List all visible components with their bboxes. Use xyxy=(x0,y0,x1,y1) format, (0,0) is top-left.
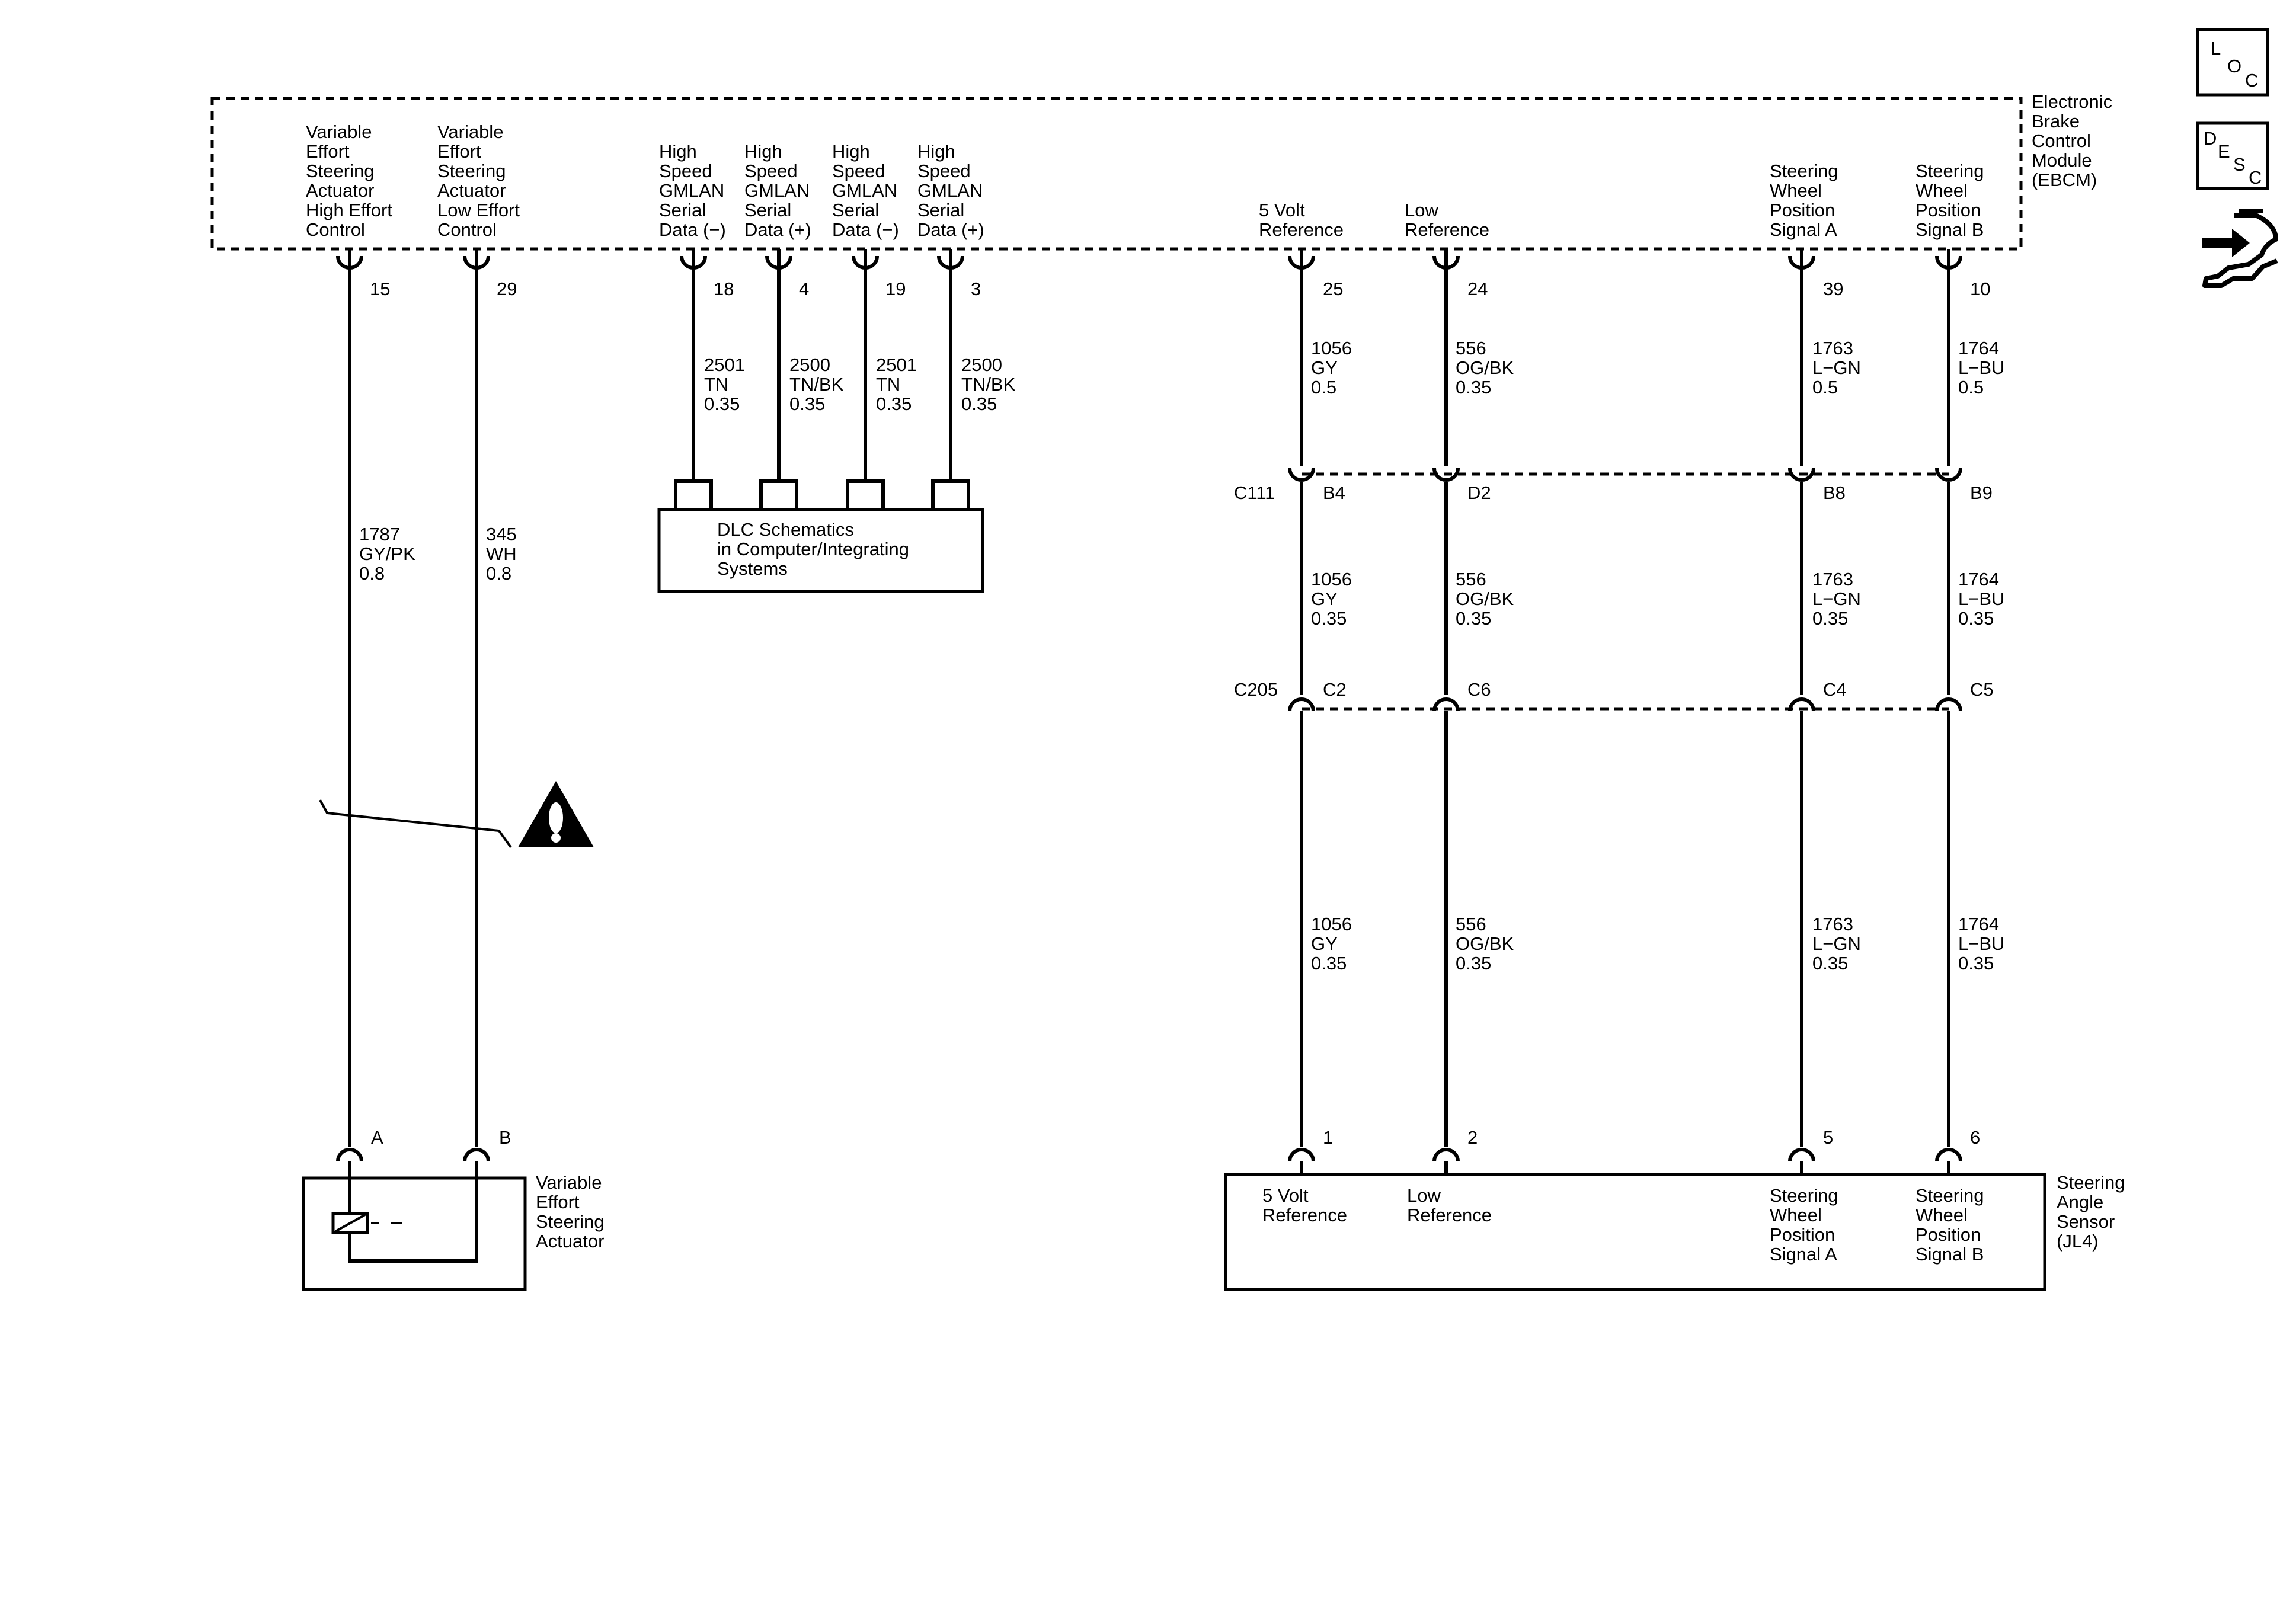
wire-label-1764-lower: 1764 L−BU 0.35 xyxy=(1958,914,2010,974)
c205-connector-name: C205 xyxy=(1234,679,1278,700)
dlc-schematic-reference: DLC Schematics in Computer/Integrating S… xyxy=(717,519,914,579)
loc-button[interactable]: L O C xyxy=(2196,28,2269,97)
wire-label-2500-b: 2500 TN/BK 0.35 xyxy=(961,354,1021,414)
ebcm-name: Electronic Brake Control Module (EBCM) xyxy=(2032,91,2118,190)
wire-label-2501-b: 2501 TN 0.35 xyxy=(876,354,922,414)
ebcm-label-pin-3: High Speed GMLAN Serial Data (+) xyxy=(917,141,988,240)
ebcm-label-pin-10: Steering Wheel Position Signal B xyxy=(1916,161,1989,240)
actuator-pin-a: A xyxy=(371,1127,383,1148)
svg-text:D: D xyxy=(2204,128,2217,149)
wire-label-1056-middle: 1056 GY 0.35 xyxy=(1311,569,1357,629)
sensor-label-pin-5: Steering Wheel Position Signal A xyxy=(1770,1185,1843,1265)
sensor-terminals xyxy=(1288,1148,1962,1174)
ebcm-label-pin-4: High Speed GMLAN Serial Data (+) xyxy=(744,141,815,240)
sensor-wires xyxy=(1300,268,1950,1147)
c205-pin: C2 xyxy=(1323,679,1347,700)
wire-label-1763-lower: 1763 L−GN 0.35 xyxy=(1812,914,1866,974)
connector-hand-icon[interactable] xyxy=(2202,209,2278,288)
c205-terminals xyxy=(1288,697,1962,712)
wire-label-1056-upper: 1056 GY 0.5 xyxy=(1311,338,1357,398)
wire-label-1764-middle: 1764 L−BU 0.35 xyxy=(1958,569,2010,629)
c205-pin: C4 xyxy=(1823,679,1847,700)
c111-pin: B4 xyxy=(1323,482,1345,503)
desc-button[interactable]: D E S C xyxy=(2196,121,2269,190)
wire-label-556-upper: 556 OG/BK 0.35 xyxy=(1456,338,1519,398)
sensor-name: Steering Angle Sensor (JL4) xyxy=(2057,1172,2130,1252)
wire-label-1763-upper: 1763 L−GN 0.5 xyxy=(1812,338,1866,398)
c111-connector-name: C111 xyxy=(1234,482,1275,503)
ebcm-label-pin-39: Steering Wheel Position Signal A xyxy=(1770,161,1843,240)
svg-text:E: E xyxy=(2218,141,2230,162)
ebcm-pin-number: 18 xyxy=(714,279,734,299)
c111-terminals xyxy=(1288,468,1962,482)
ebcm-pin-number: 39 xyxy=(1823,279,1843,299)
ebcm-outline xyxy=(210,97,2023,251)
actuator-pin-b: B xyxy=(499,1127,511,1148)
ebcm-pin-number: 15 xyxy=(370,279,390,299)
dlc-connector-brackets xyxy=(674,479,970,510)
actuator-terminals xyxy=(336,1148,490,1178)
wire-label-2500-a: 2500 TN/BK 0.35 xyxy=(789,354,849,414)
sensor-pin-number: 2 xyxy=(1467,1127,1478,1148)
ebcm-pin-number: 19 xyxy=(885,279,906,299)
sensor-pin-number: 5 xyxy=(1823,1127,1833,1148)
ebcm-label-pin-25: 5 Volt Reference xyxy=(1259,200,1344,240)
c205-pin: C5 xyxy=(1970,679,1994,700)
sensor-pin-number: 6 xyxy=(1970,1127,1980,1148)
dlc-schematic-box[interactable] xyxy=(657,508,984,593)
wire-label-1764-upper: 1764 L−BU 0.5 xyxy=(1958,338,2010,398)
wire-label-556-lower: 556 OG/BK 0.35 xyxy=(1456,914,1519,974)
ebcm-pin-number: 3 xyxy=(971,279,981,299)
wire-label-1763-middle: 1763 L−GN 0.35 xyxy=(1812,569,1866,629)
c111-pin: B9 xyxy=(1970,482,1993,503)
c205-pin: C6 xyxy=(1467,679,1491,700)
ebcm-pin-number: 10 xyxy=(1970,279,1990,299)
wire-label-556-middle: 556 OG/BK 0.35 xyxy=(1456,569,1519,629)
c111-pin: B8 xyxy=(1823,482,1846,503)
svg-text:O: O xyxy=(2227,56,2241,76)
sensor-label-pin-1: 5 Volt Reference xyxy=(1262,1185,1347,1225)
svg-text:L: L xyxy=(2211,38,2221,59)
ebcm-pin-number: 25 xyxy=(1323,279,1343,299)
ebcm-pin-number: 29 xyxy=(497,279,517,299)
wire-label-2501-a: 2501 TN 0.35 xyxy=(704,354,750,414)
sensor-label-pin-2: Low Reference xyxy=(1407,1185,1492,1225)
ebcm-label-pin-29: Variable Effort Steering Actuator Low Ef… xyxy=(437,121,525,240)
ebcm-pin-number: 4 xyxy=(799,279,809,299)
wire-label-1787: 1787 GY/PK 0.8 xyxy=(359,524,420,584)
sensor-pin-number: 1 xyxy=(1323,1127,1333,1148)
ebcm-terminals xyxy=(336,249,1962,270)
solenoid-icon xyxy=(331,1178,478,1263)
ebcm-label-pin-15: Variable Effort Steering Actuator High E… xyxy=(306,121,398,240)
svg-text:C: C xyxy=(2245,70,2258,91)
svg-text:S: S xyxy=(2233,154,2246,175)
ebcm-label-pin-19: High Speed GMLAN Serial Data (−) xyxy=(832,141,903,240)
c111-pin: D2 xyxy=(1467,482,1491,503)
actuator-name: Variable Effort Steering Actuator xyxy=(536,1172,609,1252)
wire-label-345: 345 WH 0.8 xyxy=(486,524,522,584)
wire-label-1056-lower: 1056 GY 0.35 xyxy=(1311,914,1357,974)
ebcm-label-pin-18: High Speed GMLAN Serial Data (−) xyxy=(659,141,730,240)
svg-text:C: C xyxy=(2249,167,2262,188)
ebcm-label-pin-24: Low Reference xyxy=(1405,200,1489,240)
ebcm-pin-number: 24 xyxy=(1467,279,1488,299)
circuit-break-line xyxy=(319,799,512,849)
warning-triangle-icon xyxy=(518,781,594,847)
steering-angle-sensor-box xyxy=(1224,1173,2046,1291)
sensor-label-pin-6: Steering Wheel Position Signal B xyxy=(1916,1185,1989,1265)
